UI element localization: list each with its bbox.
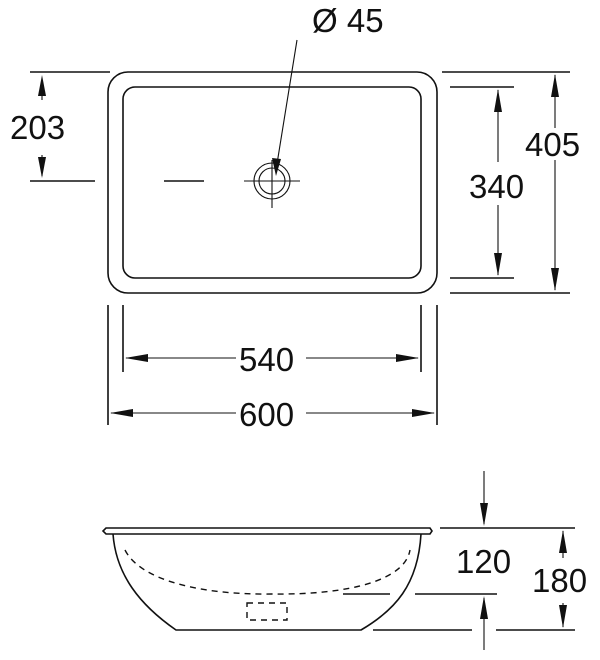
outer-depth-dimension: [442, 71, 570, 294]
side-view: 120 180: [101, 471, 587, 650]
bowl-height-label: 120: [456, 543, 511, 580]
basin-outer-outline: [107, 71, 438, 294]
top-view: Ø 45 203 340 4: [10, 2, 580, 433]
inner-depth-dimension: [450, 86, 514, 279]
total-height-dimension: [373, 530, 575, 631]
drain-offset-dimension: [30, 71, 110, 182]
drain-offset-label: 203: [10, 109, 65, 146]
basin-rim: [101, 527, 433, 535]
outer-depth-label: 405: [525, 126, 580, 163]
total-height-label: 180: [532, 562, 587, 599]
drain-leader-arrow: [272, 39, 298, 176]
basin-bowl-outline: [112, 533, 422, 631]
inner-width-dimension: [122, 305, 422, 372]
inner-depth-label: 340: [469, 168, 524, 205]
bowl-height-dimension: [343, 471, 575, 650]
basin-inner-hidden-line: [124, 549, 411, 595]
inner-width-label: 540: [239, 341, 294, 378]
basin-inner-outline: [122, 86, 422, 279]
drain-diameter-label: Ø 45: [312, 2, 384, 39]
drain-icon: [164, 160, 300, 208]
outer-width-label: 600: [239, 396, 294, 433]
drain-hidden-outline: [246, 602, 288, 621]
outer-width-dimension: [107, 305, 438, 425]
